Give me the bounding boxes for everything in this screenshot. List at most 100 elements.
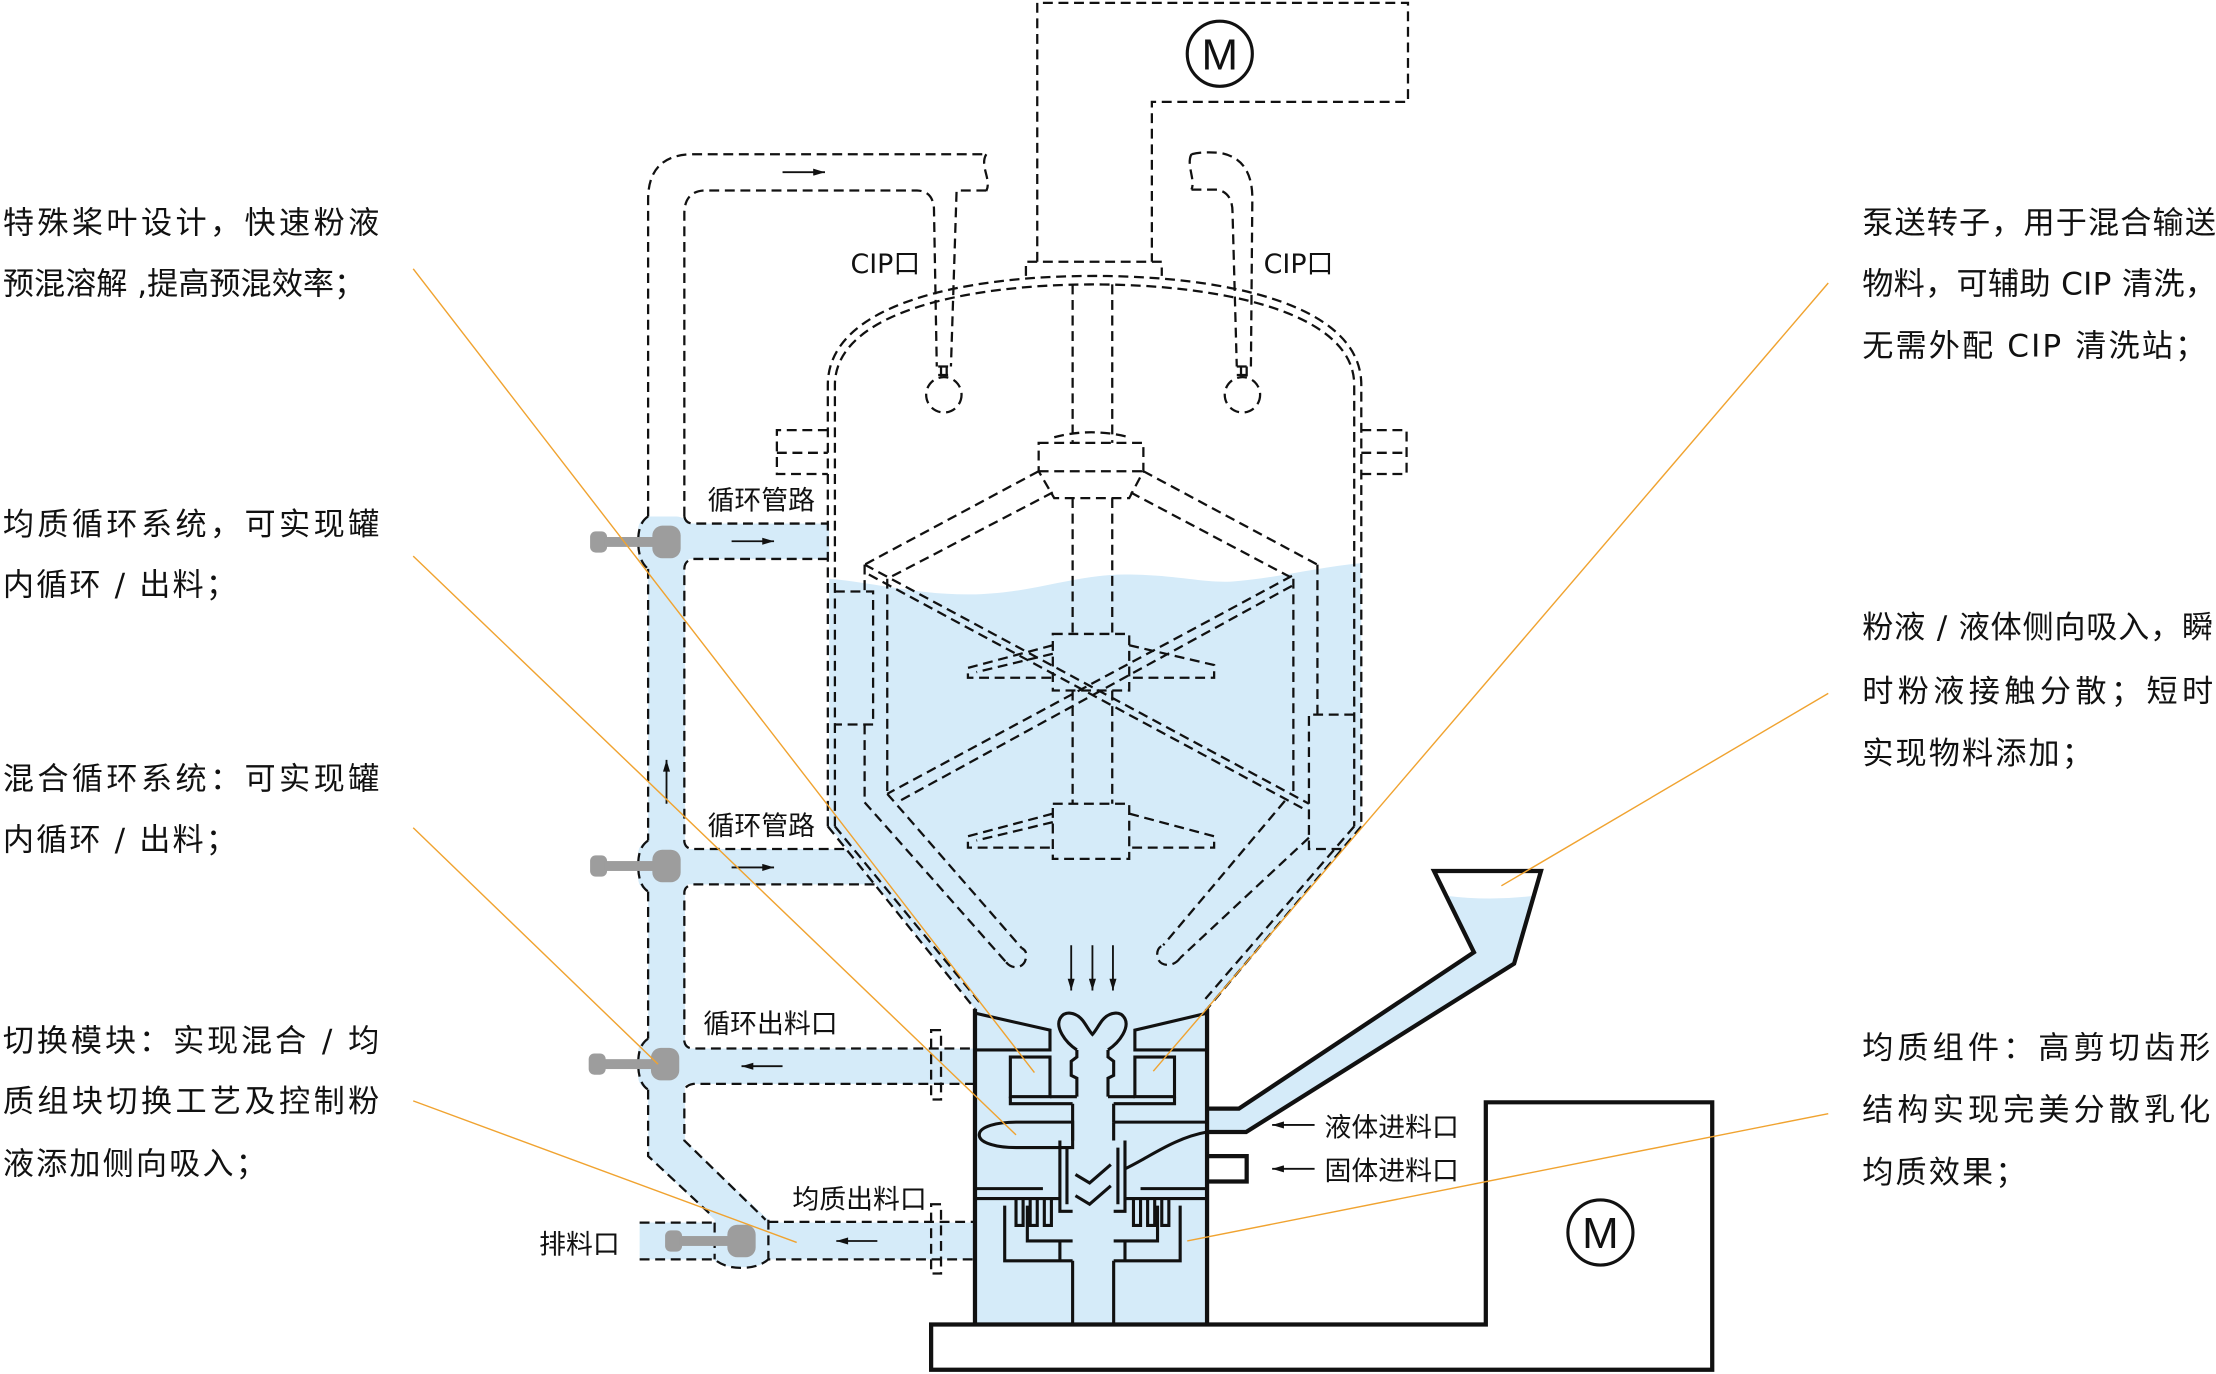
frame-right-vertical <box>1292 564 1319 793</box>
annotation-line: 无需外配 CIP 清洗站； <box>1862 329 2208 365</box>
cip-left-connector <box>938 365 950 377</box>
top-flange <box>1024 260 1163 276</box>
annotation-pump-rotor: 泵送转子，用于混合输送 物料，可辅助 CIP 清洗， 无需外配 CIP 清洗站； <box>1862 205 2216 364</box>
valve-icon <box>590 849 681 883</box>
annotation-line: 混合循环系统：可实现罐 <box>3 762 379 798</box>
circulation-outlet-pipe-liquid <box>684 1048 977 1084</box>
annotation-line: 实现物料添加； <box>1862 736 2095 772</box>
pump-rotor <box>1057 1011 1128 1097</box>
upper-loop-inner <box>683 189 938 517</box>
annotation-line: 均质组件：高剪切齿形 <box>1862 1030 2210 1066</box>
powder-hopper-and-liquid-inlet <box>1207 868 1544 1135</box>
annotations-left: 特殊桨叶设计，快速粉液 预混溶解 ,提高预混效率； 均质循环系统，可实现罐 内循… <box>3 205 379 1182</box>
diagonal-pipe-outer <box>646 1089 713 1217</box>
valve-icon <box>665 1224 756 1258</box>
annotation-line: 结构实现完美分散乳化 <box>1862 1093 2210 1129</box>
base-and-motor-housing <box>928 1100 1715 1372</box>
annotation-line: 泵送转子，用于混合输送 <box>1862 205 2216 241</box>
leader-line-paddle <box>412 268 1035 1074</box>
side-suction-channel <box>977 1120 1208 1150</box>
stator-right <box>1113 1199 1182 1263</box>
upper-hub <box>1037 431 1145 500</box>
homogenizer-shaft <box>1071 1260 1116 1325</box>
homogenizer-outlet-label: 均质出料口 <box>792 1184 926 1215</box>
scraper-arm-right <box>1156 800 1310 967</box>
annotation-paddle-design: 特殊桨叶设计，快速粉液 预混溶解 ,提高预混效率； <box>3 205 379 302</box>
middle-impeller-hub <box>1051 632 1131 692</box>
cip-right-connector <box>1236 365 1251 377</box>
lower-impeller-hub <box>1051 802 1131 861</box>
solid-inlet <box>1207 1153 1249 1184</box>
leader-line-side-suction <box>1501 692 1829 887</box>
cone-left-outer <box>826 825 976 1010</box>
leader-line-pump-rotor <box>1152 282 1829 1072</box>
homogenizer: 液体进料口 固体进料口 M <box>928 868 1715 1372</box>
valve-icon <box>590 525 681 559</box>
leader-line-homogenizing-unit <box>1187 1112 1829 1242</box>
pump-rotor-block-right <box>1133 1055 1177 1099</box>
annotation-side-suction: 粉液 / 液体侧向吸入，瞬 时粉液接触分散；短时 实现物料添加； <box>1862 610 2213 772</box>
tank-nozzle-right <box>1361 429 1408 476</box>
drain-outlet-label: 排料口 <box>539 1230 620 1261</box>
junction-1-outline <box>637 515 649 570</box>
rotor-plate <box>1008 1095 1177 1123</box>
lower-blade-left <box>966 812 1054 849</box>
leader-line-homogenizing-circulation <box>412 555 1017 1136</box>
annotation-line: 内循环 / 出料； <box>3 568 239 604</box>
leader-line-switch-module <box>412 1100 797 1244</box>
circulation-pipe-2-bottom <box>683 883 975 1050</box>
circulation-pipe-lower-label: 循环管路 <box>708 811 816 842</box>
outlet-flange-2 <box>929 1203 943 1275</box>
valves <box>588 525 756 1258</box>
cone-right-outer <box>1206 825 1363 1010</box>
junction-2-outline <box>637 839 649 893</box>
frame-left-vertical <box>863 564 889 803</box>
frame-upper-left <box>864 470 1054 580</box>
motor-bottom-label: M <box>1582 1209 1619 1258</box>
tank-assembly: M <box>775 1 1410 1010</box>
annotation-line: 切换模块：实现混合 / 均 <box>3 1023 379 1059</box>
circulation-outlet-pipe-bottom <box>683 1082 975 1221</box>
cip-left-pipe <box>949 189 987 367</box>
cip-right-label: CIP口 <box>1264 249 1334 280</box>
junction-4-liquid <box>714 1251 769 1268</box>
stator-left <box>1003 1199 1073 1263</box>
annotation-line: 物料，可辅助 CIP 清洗， <box>1862 266 2216 302</box>
liquid-inlet-label: 液体进料口 <box>1325 1112 1459 1143</box>
frame-cross-2 <box>886 574 1293 804</box>
annotation-line: 特殊桨叶设计，快速粉液 <box>3 205 379 241</box>
inlet-guide-left <box>974 1011 1052 1052</box>
cip-left-label: CIP口 <box>850 249 920 280</box>
scraper-arm-left <box>863 793 1028 969</box>
pipe-break-right <box>1188 153 1194 191</box>
motor-icon <box>1566 1198 1635 1267</box>
annotation-line: 预混溶解 ,提高预混效率； <box>3 266 365 302</box>
annotation-mixing-circulation: 混合循环系统：可实现罐 内循环 / 出料； <box>3 762 379 859</box>
leader-line-mixing-circulation <box>412 827 659 1065</box>
side-suction-curve <box>1124 1130 1208 1171</box>
annotations-right: 泵送转子，用于混合输送 物料，可辅助 CIP 清洗， 无需外配 CIP 清洗站；… <box>1862 205 2216 1190</box>
tank-inner-wall <box>833 283 1356 827</box>
upper-loop-outer <box>646 153 987 517</box>
circulation-piping: 循环管路 循环管路 循环出料口 均质出料口 排料口 <box>539 485 975 1275</box>
annotation-line: 内循环 / 出料； <box>3 822 239 858</box>
annotation-line: 粉液 / 液体侧向吸入，瞬 <box>1862 610 2213 646</box>
spray-ball-icon <box>1223 375 1262 414</box>
outlet-flange-1 <box>929 1029 943 1101</box>
cip-right-pipe-outer <box>1191 151 1254 367</box>
homogenizer-outlet-pipe-bottom <box>639 1258 975 1270</box>
circulation-outlet-label: 循环出料口 <box>703 1009 837 1040</box>
cip-system: CIP口 CIP口 <box>646 151 1334 517</box>
annotation-line: 质组块切换工艺及控制粉 <box>3 1084 379 1120</box>
tank-outer-wall <box>826 274 1363 827</box>
annotation-switch-module: 切换模块：实现混合 / 均 质组块切换工艺及控制粉 液添加侧向吸入； <box>3 1023 379 1182</box>
valve-icon <box>588 1047 680 1081</box>
circulation-pipe-upper-label: 循环管路 <box>708 485 816 516</box>
annotation-line: 时粉液接触分散；短时 <box>1862 674 2213 710</box>
circulation-pipe-1-top <box>683 516 828 525</box>
homogenizer-body-walls <box>972 1008 1210 1325</box>
circulation-pipe-1-bottom <box>683 557 847 851</box>
homogenizer-outlet-pipe-top <box>639 1218 975 1224</box>
lower-blade-right <box>1128 812 1216 849</box>
